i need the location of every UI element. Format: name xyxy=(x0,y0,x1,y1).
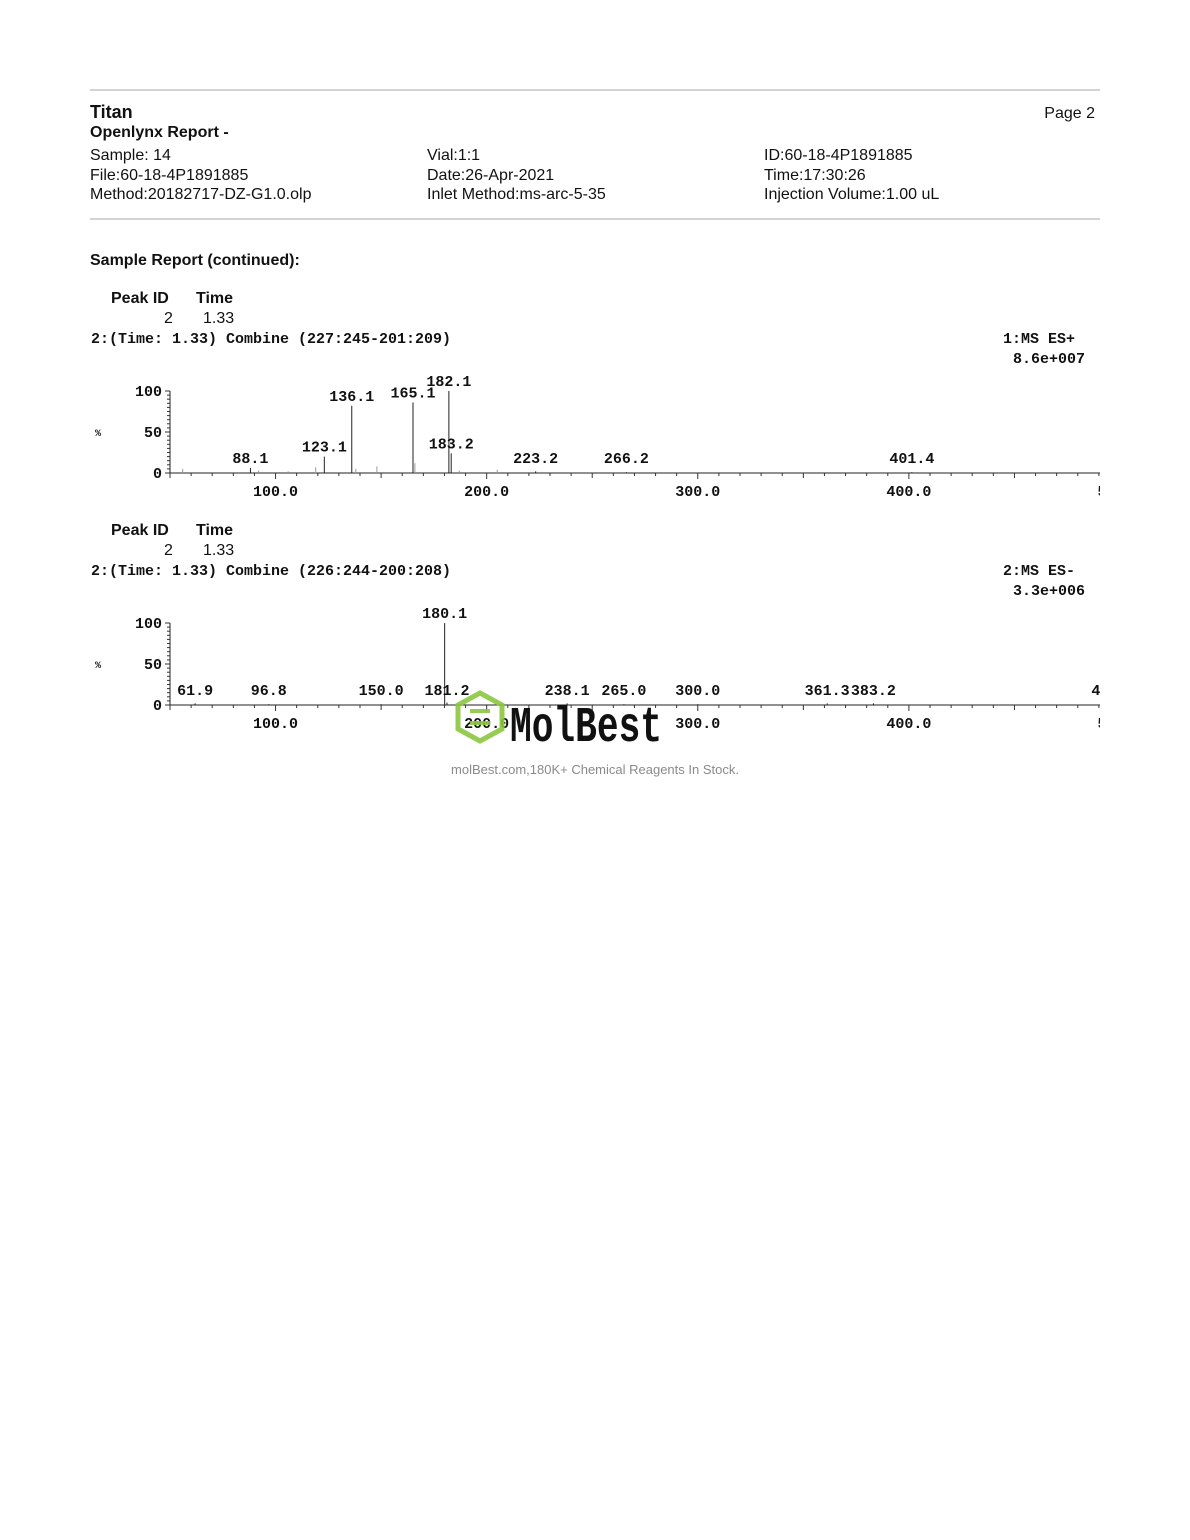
peak-label: 401.4 xyxy=(889,451,934,468)
meta-column-2: Vial:1:1 Date:26-Apr-2021 Inlet Method:m… xyxy=(427,146,606,205)
peak-label: 266.2 xyxy=(604,451,649,468)
peak-label: 497.1 xyxy=(1091,683,1100,700)
meta-column-3: ID:60-18-4P1891885 Time:17:30:26 Injecti… xyxy=(764,146,939,205)
time-header: Time xyxy=(196,522,234,539)
peak-label: 223.2 xyxy=(513,451,558,468)
peak-label: 183.2 xyxy=(429,436,474,453)
peak-label: 180.1 xyxy=(422,606,467,623)
peak-id-header: Peak ID xyxy=(111,522,169,539)
watermark-footer: molBest.com,180K+ Chemical Reagents In S… xyxy=(451,762,739,777)
peak-label: 265.0 xyxy=(601,683,646,700)
x-tick-label: 100.0 xyxy=(253,716,298,733)
y-tick-label: 0 xyxy=(153,466,162,483)
scan-description: 2:(Time: 1.33) Combine (226:244-200:208) xyxy=(91,563,452,580)
y-tick-label: 50 xyxy=(144,425,162,442)
y-tick-label: 50 xyxy=(144,657,162,674)
time-field: Time:17:30:26 xyxy=(764,166,866,184)
molbest-logo-watermark: MolBest xyxy=(455,690,662,748)
spectrum-chart-es-minus: 100.0200.0300.0400.0500.0050100%m/z61.99… xyxy=(95,606,1100,733)
peak-label: 88.1 xyxy=(232,451,268,468)
method-field: Method:20182717-DZ-G1.0.olp xyxy=(90,186,312,203)
hexagon-logo-icon xyxy=(455,690,505,744)
x-tick-label: 500.0 xyxy=(1097,716,1100,733)
peak-label: 96.8 xyxy=(251,683,287,700)
peak-label: 361.3 xyxy=(805,683,850,700)
section-title: Sample Report (continued): xyxy=(90,252,300,269)
x-tick-label: 300.0 xyxy=(675,716,720,733)
max-intensity: 8.6e+007 xyxy=(1013,351,1086,368)
vial-field: Vial:1:1 xyxy=(427,147,481,164)
date-field: Date:26-Apr-2021 xyxy=(427,166,555,184)
peak-label: 383.2 xyxy=(851,683,896,700)
peak-label: 300.0 xyxy=(675,683,720,700)
peak-label: 165.1 xyxy=(390,385,435,402)
peak-id-header: Peak ID xyxy=(111,290,169,307)
report-title: Titan xyxy=(90,102,133,122)
peak-id-value: 2 xyxy=(164,310,173,327)
scan-description: 2:(Time: 1.33) Combine (227:245-201:209) xyxy=(91,331,452,348)
x-tick-label: 400.0 xyxy=(886,716,931,733)
peak-label: 150.0 xyxy=(359,683,404,700)
sample-field: Sample: 14 xyxy=(90,147,171,164)
x-tick-label: 100.0 xyxy=(253,484,298,501)
spectrum-chart-es-plus: 100.0200.0300.0400.0500.0050100%m/z88.11… xyxy=(95,374,1100,501)
file-field: File:60-18-4P1891885 xyxy=(90,166,249,184)
y-axis-label: % xyxy=(95,429,101,440)
id-field: ID:60-18-4P1891885 xyxy=(764,147,913,164)
injection-volume-field: Injection Volume:1.00 uL xyxy=(764,186,940,203)
x-tick-label: 400.0 xyxy=(886,484,931,501)
x-tick-label: 300.0 xyxy=(675,484,720,501)
y-tick-label: 100 xyxy=(135,616,162,633)
y-axis-label: % xyxy=(95,661,101,672)
x-tick-label: 500.0 xyxy=(1097,484,1100,501)
watermark-brand: MolBest xyxy=(510,700,662,748)
meta-column-1: Sample: 14 File:60-18-4P1891885 Method:2… xyxy=(90,146,311,205)
page-number: Page 2 xyxy=(1044,105,1095,122)
header-top-rule xyxy=(90,89,1100,91)
peak-label: 61.9 xyxy=(177,683,213,700)
peak-label: 181.2 xyxy=(424,683,469,700)
inlet-method-field: Inlet Method:ms-arc-5-35 xyxy=(427,186,606,203)
ion-mode: 2:MS ES- xyxy=(1003,563,1076,580)
header-bottom-rule xyxy=(90,218,1100,220)
peak-time-value: 1.33 xyxy=(203,310,235,327)
peak-label: 238.1 xyxy=(545,683,590,700)
x-tick-label: 200.0 xyxy=(464,484,509,501)
peak-label: 136.1 xyxy=(329,389,374,406)
peak-id-value: 2 xyxy=(164,542,173,559)
peak-label: 123.1 xyxy=(302,440,347,457)
y-tick-label: 0 xyxy=(153,698,162,715)
ion-mode: 1:MS ES+ xyxy=(1003,331,1076,348)
time-header: Time xyxy=(196,290,234,307)
max-intensity: 3.3e+006 xyxy=(1013,583,1086,600)
peak-label: 182.1 xyxy=(426,374,471,391)
report-subtitle: Openlynx Report - xyxy=(90,124,229,141)
peak-time-value: 1.33 xyxy=(203,542,235,559)
y-tick-label: 100 xyxy=(135,384,162,401)
